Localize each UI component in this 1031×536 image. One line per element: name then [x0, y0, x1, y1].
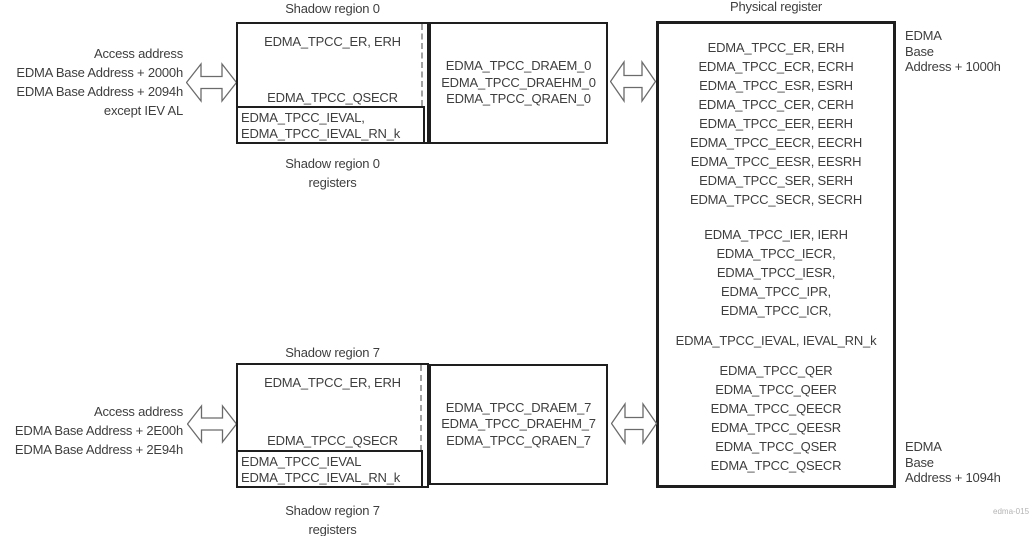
- ieval-sub-box: EDMA_TPCC_IEVAL EDMA_TPCC_IEVAL_RN_k: [236, 450, 423, 488]
- register-label: EDMA_TPCC_DRAEHM_0: [441, 74, 596, 90]
- interrupt-register-group: EDMA_TPCC_IER, IERH EDMA_TPCC_IECR, EDMA…: [659, 225, 893, 320]
- register-label: EDMA_TPCC_IECR,: [716, 246, 836, 261]
- register-label: EDMA_TPCC_SER, SERH: [699, 173, 853, 188]
- register-label: EDMA_TPCC_QSER: [715, 439, 837, 454]
- register-label: EDMA_TPCC_CER, CERH: [698, 97, 854, 112]
- drae-box-7: EDMA_TPCC_DRAEM_7 EDMA_TPCC_DRAEHM_7 EDM…: [429, 364, 608, 485]
- region-boundary-dashed-line: [421, 24, 423, 106]
- register-label: EDMA_TPCC_QEER: [715, 382, 837, 397]
- register-label: EDMA_TPCC_ER, ERH: [264, 375, 401, 390]
- register-label: EDMA_TPCC_ESR, ESRH: [699, 78, 853, 93]
- register-label: EDMA_TPCC_QRAEN_7: [446, 432, 591, 448]
- register-label: EDMA_TPCC_QER: [719, 363, 833, 378]
- qdma-register-group: EDMA_TPCC_QER EDMA_TPCC_QEER EDMA_TPCC_Q…: [659, 361, 893, 475]
- ieval-register-group: EDMA_TPCC_IEVAL, IEVAL_RN_k: [659, 331, 893, 350]
- drae-box-0: EDMA_TPCC_DRAEM_0 EDMA_TPCC_DRAEHM_0 EDM…: [429, 22, 608, 144]
- register-label: EDMA_TPCC_IEVAL,: [241, 110, 365, 125]
- register-label: EDMA_TPCC_IESR,: [716, 265, 836, 280]
- register-label: EDMA_TPCC_ER, ERH: [264, 34, 401, 49]
- shadow-region-7-box: EDMA_TPCC_ER, ERH EDMA_TPCC_QSECR EDMA_T…: [236, 363, 429, 488]
- figure-id-watermark: edma-015: [993, 507, 1030, 516]
- register-label: EDMA_TPCC_IEVAL_RN_k: [241, 125, 401, 141]
- register-label: EDMA_TPCC_IEVAL, IEVAL_RN_k: [675, 333, 877, 348]
- register-label: EDMA_TPCC_ER, ERH: [707, 40, 845, 55]
- register-label: EDMA_TPCC_DRAEHM_7: [441, 416, 596, 432]
- register-label: EDMA_TPCC_ICR,: [720, 303, 832, 318]
- access-address-label: Access address: [94, 404, 183, 419]
- access-address-note: except IEV AL: [103, 103, 183, 118]
- register-label: EDMA_TPCC_DRAEM_7: [445, 399, 592, 415]
- caption-line: registers: [308, 521, 357, 536]
- register-label: EDMA_TPCC_QSECR: [267, 90, 398, 105]
- event-register-group: EDMA_TPCC_ER, ERH EDMA_TPCC_ECR, ECRH ED…: [659, 38, 893, 209]
- register-label: EDMA_TPCC_QSECR: [710, 458, 842, 473]
- register-label: EDMA_TPCC_EER, EERH: [699, 116, 853, 131]
- register-label: EDMA_TPCC_IER, IERH: [704, 227, 848, 242]
- shadow-region-7-caption: Shadow region 7 registers: [236, 502, 429, 536]
- physical-register-title: Physical register: [730, 0, 822, 14]
- edma-base-address-1000h-label: EDMA Base Address + 1000h: [905, 28, 1001, 75]
- access-address-label: Access address: [94, 46, 183, 61]
- bidirectional-arrow-icon: [187, 404, 237, 444]
- access-address-block-0: Access address EDMA Base Address + 2000h…: [0, 44, 183, 120]
- base-label-line: Base: [905, 454, 934, 470]
- register-label: EDMA_TPCC_EECR, EECRH: [689, 135, 863, 150]
- caption-line: Shadow region 7: [285, 503, 380, 518]
- register-label: EDMA_TPCC_IEVAL: [241, 454, 362, 469]
- caption-line: registers: [308, 174, 357, 190]
- bidirectional-arrow-icon: [186, 62, 237, 103]
- register-label: EDMA_TPCC_IPR,: [721, 284, 831, 299]
- access-address-line: EDMA Base Address + 2000h: [16, 65, 183, 80]
- base-label-line: Base: [905, 43, 934, 59]
- edma-base-address-1094h-label: EDMA Base Address + 1094h: [905, 439, 1001, 486]
- access-address-line: EDMA Base Address + 2E94h: [14, 442, 183, 457]
- base-label-line: EDMA: [905, 28, 942, 43]
- caption-line: Shadow region 0: [285, 156, 380, 171]
- register-label: EDMA_TPCC_ECR, ECRH: [698, 59, 854, 74]
- register-label: EDMA_TPCC_DRAEM_0: [445, 58, 592, 74]
- access-address-block-7: Access address EDMA Base Address + 2E00h…: [0, 402, 183, 459]
- base-label-line: Address + 1094h: [905, 470, 1001, 485]
- shadow-region-7-title: Shadow region 7: [285, 345, 380, 360]
- physical-register-box: EDMA_TPCC_ER, ERH EDMA_TPCC_ECR, ECRH ED…: [656, 21, 896, 488]
- shadow-region-0-box: EDMA_TPCC_ER, ERH EDMA_TPCC_QSECR EDMA_T…: [236, 22, 429, 144]
- access-address-line: EDMA Base Address + 2E00h: [14, 423, 183, 438]
- base-label-line: EDMA: [905, 439, 942, 454]
- register-label: EDMA_TPCC_QRAEN_0: [446, 91, 591, 107]
- access-address-line: EDMA Base Address + 2094h: [16, 84, 183, 99]
- register-label: EDMA_TPCC_QEESR: [711, 420, 841, 435]
- base-label-line: Address + 1000h: [905, 59, 1001, 74]
- bidirectional-arrow-icon: [610, 60, 656, 103]
- region-boundary-dashed-line: [420, 365, 422, 451]
- shadow-region-0-title: Shadow region 0: [285, 1, 380, 16]
- register-label: EDMA_TPCC_QSECR: [267, 433, 398, 448]
- shadow-region-0-caption: Shadow region 0 registers: [236, 155, 429, 192]
- ieval-sub-box: EDMA_TPCC_IEVAL, EDMA_TPCC_IEVAL_RN_k: [236, 106, 425, 144]
- bidirectional-arrow-icon: [611, 402, 657, 445]
- register-label: EDMA_TPCC_EESR, EESRH: [690, 154, 862, 169]
- register-label: EDMA_TPCC_QEECR: [710, 401, 842, 416]
- register-label: EDMA_TPCC_IEVAL_RN_k: [241, 469, 401, 485]
- register-label: EDMA_TPCC_SECR, SECRH: [689, 192, 863, 207]
